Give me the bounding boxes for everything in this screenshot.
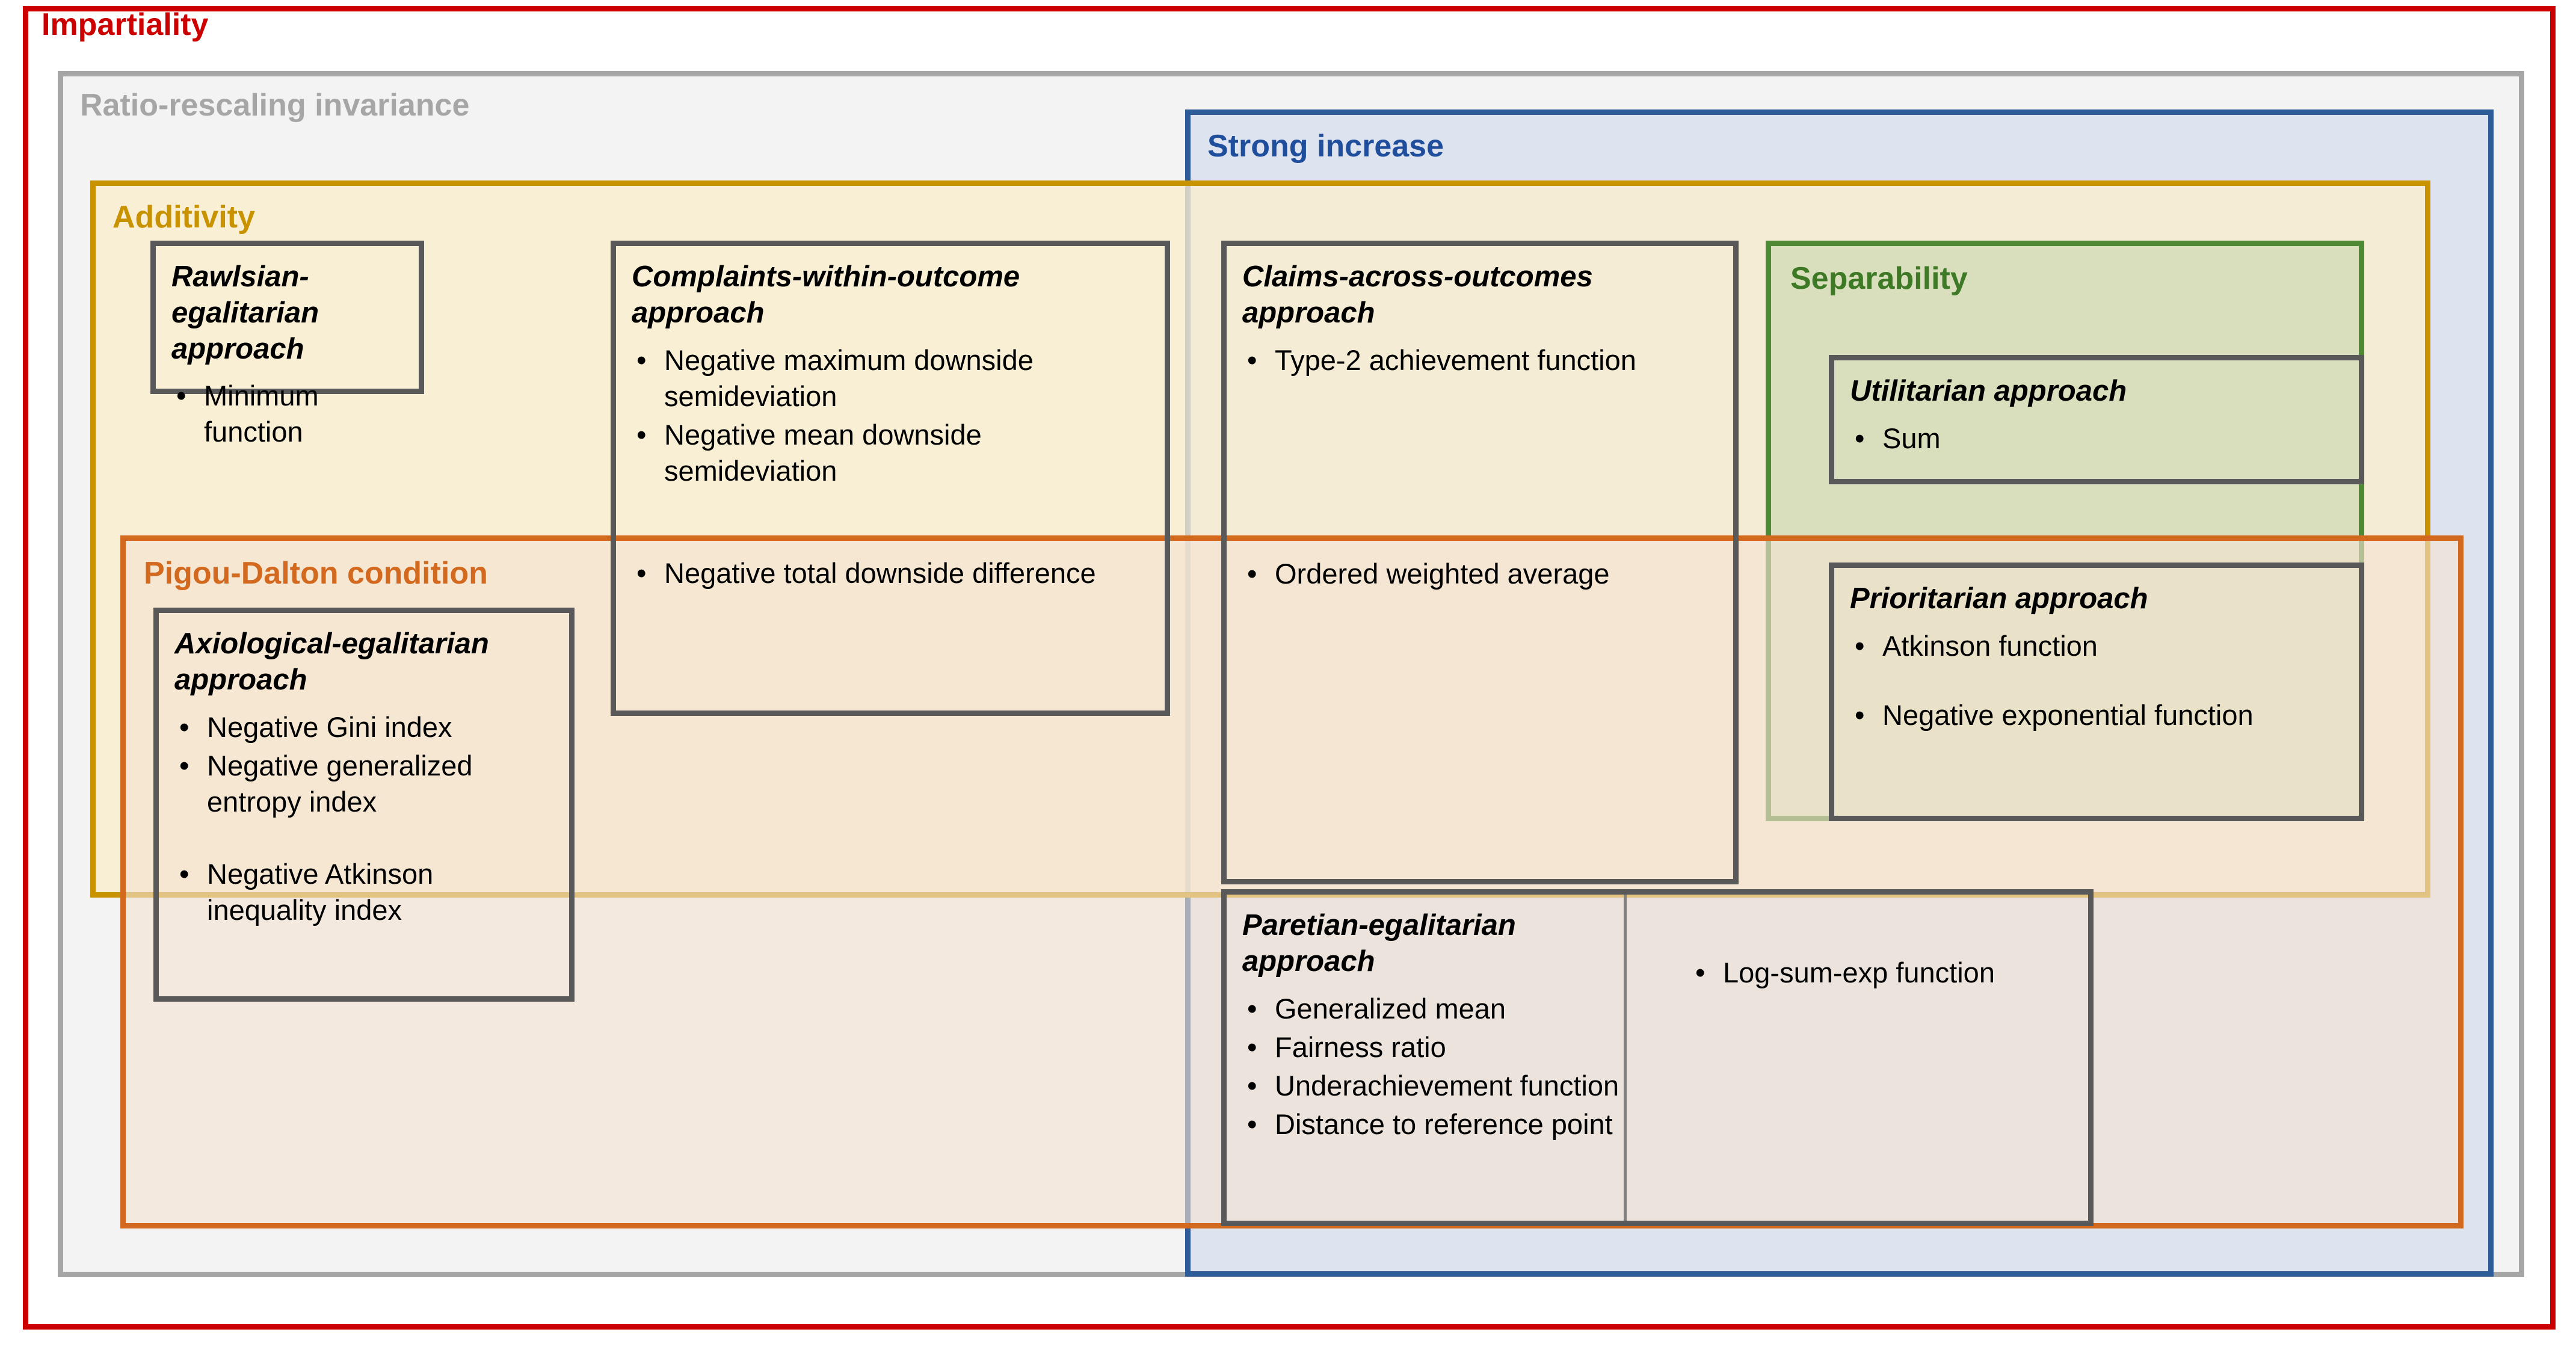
- card-rawlsian-egalitarian-approach: Rawlsian-egalitarian approach • Minimum f…: [150, 241, 424, 448]
- list-item-label: Atkinson function: [1882, 629, 2098, 662]
- bullet-icon: •: [636, 344, 647, 376]
- list-item: • Atkinson function: [1850, 628, 2343, 664]
- bullet-icon: •: [179, 749, 190, 781]
- list-item-label: Negative total downside difference: [664, 557, 1096, 590]
- list-item-label: Negative generalized entropy index: [207, 749, 473, 818]
- list-item-label: Negative Gini index: [207, 710, 452, 743]
- bullet-list-right: • Log-sum-exp function: [1690, 955, 1995, 991]
- region-impartiality-label: Impartiality: [42, 7, 209, 42]
- list-item: • Fairness ratio: [1242, 1029, 1639, 1065]
- list-item-label: Negative maximum downside semideviation: [664, 344, 1034, 412]
- region-ratio-rescaling-invariance-label: Ratio-rescaling invariance: [80, 88, 470, 123]
- bullet-icon: •: [1855, 629, 1865, 662]
- list-item-label: Sum: [1882, 422, 1941, 454]
- bullet-list: • Minimum function: [171, 378, 403, 450]
- list-item-label: Fairness ratio: [1275, 1031, 1446, 1063]
- bullet-list: • Atkinson function • Negative exponential…: [1850, 628, 2343, 733]
- list-item: • Ordered weighted average: [1242, 556, 1718, 592]
- list-item-label: Negative mean downside semideviation: [664, 418, 982, 487]
- list-item: • Negative Gini index: [174, 709, 553, 745]
- list-item-label: Negative Atkinson inequality index: [207, 858, 434, 926]
- list-item-label: Distance to reference point: [1275, 1108, 1613, 1140]
- card-axiological-egalitarian-approach: Axiological-egalitarian approach • Negati…: [153, 608, 575, 1002]
- bullet-icon: •: [179, 710, 190, 743]
- list-item-label: Underachievement function: [1275, 1069, 1619, 1102]
- bullet-list: • Negative maximum downside semideviation…: [632, 342, 1149, 592]
- list-item-label: Generalized mean: [1275, 992, 1506, 1025]
- bullet-icon: •: [1247, 557, 1257, 590]
- region-additivity-label: Additivity: [112, 200, 255, 235]
- region-strong-increase-label: Strong increase: [1207, 129, 1444, 164]
- list-item: • Negative Atkinson inequality index: [174, 856, 553, 928]
- bullet-list: • Type-2 achievement function • Ordered we…: [1242, 342, 1718, 592]
- list-item-label: Log-sum-exp function: [1723, 957, 1995, 988]
- list-item: • Log-sum-exp function: [1690, 955, 1995, 991]
- bullet-list: • Sum: [1850, 421, 2343, 457]
- card-title: Claims-across-outcomes approach: [1242, 260, 1593, 329]
- card-utilitarian-approach: Utilitarian approach • Sum: [1829, 355, 2364, 484]
- bullet-icon: •: [636, 557, 647, 590]
- card-claims-across-outcomes-approach: Claims-across-outcomes approach • Type-2 …: [1221, 241, 1739, 884]
- bullet-icon: •: [1247, 1031, 1257, 1063]
- region-pigou-dalton-condition: Pigou-Dalton condition: [120, 535, 2464, 1228]
- list-item-label: Minimum function: [204, 380, 319, 448]
- list-item: • Distance to reference point: [1242, 1106, 1639, 1142]
- bullet-icon: •: [636, 418, 647, 451]
- bullet-icon: •: [1247, 1108, 1257, 1140]
- list-item-label: Ordered weighted average: [1275, 557, 1610, 590]
- list-item: • Negative exponential function: [1850, 697, 2343, 733]
- list-item: • Negative maximum downside semideviation: [632, 342, 1149, 415]
- list-item: • Negative generalized entropy index: [174, 748, 553, 820]
- region-impartiality: Impartiality: [23, 6, 2556, 1330]
- bullet-icon: •: [176, 380, 186, 412]
- card-title: Complaints-within-outcome approach: [632, 260, 1020, 329]
- bullet-list-left: • Generalized mean • Fairness ratio • Under…: [1242, 991, 1639, 1143]
- card-prioritarian-approach: Prioritarian approach • Atkinson function…: [1829, 563, 2364, 821]
- list-item: • Sum: [1850, 421, 2343, 457]
- list-item-label: Negative exponential function: [1882, 698, 2254, 731]
- bullet-list: • Negative Gini index • Negative generaliz…: [174, 709, 553, 929]
- bullet-icon: •: [1695, 957, 1706, 988]
- card-column-divider: [1624, 895, 1627, 1221]
- bullet-icon: •: [1247, 992, 1257, 1025]
- card-title: Paretian-egalitarian approach: [1242, 909, 1516, 978]
- card-title: Axiological-egalitarian approach: [174, 627, 489, 696]
- card-paretian-egalitarian-approach: Paretian-egalitarian approach • Generaliz…: [1221, 889, 2094, 1226]
- card-complaints-within-outcome-approach: Complaints-within-outcome approach • Nega…: [611, 241, 1170, 716]
- list-item: • Negative total downside difference: [632, 555, 1149, 591]
- list-item-label: Type-2 achievement function: [1275, 344, 1636, 376]
- bullet-icon: •: [1247, 344, 1257, 376]
- region-pigou-dalton-condition-label: Pigou-Dalton condition: [144, 556, 488, 591]
- bullet-icon: •: [1855, 698, 1865, 731]
- card-title: Rawlsian-egalitarian approach: [171, 260, 319, 365]
- card-title: Prioritarian approach: [1850, 582, 2148, 615]
- region-separability-label: Separability: [1790, 261, 1968, 296]
- list-item: • Generalized mean: [1242, 991, 1639, 1027]
- bullet-icon: •: [179, 858, 190, 890]
- list-item: • Negative mean downside semideviation: [632, 417, 1149, 489]
- bullet-icon: •: [1855, 422, 1865, 454]
- bullet-icon: •: [1247, 1069, 1257, 1102]
- list-item: • Underachievement function: [1242, 1068, 1639, 1104]
- card-title: Utilitarian approach: [1850, 375, 2127, 407]
- list-item: • Minimum function: [171, 378, 403, 450]
- list-item: • Type-2 achievement function: [1242, 342, 1718, 378]
